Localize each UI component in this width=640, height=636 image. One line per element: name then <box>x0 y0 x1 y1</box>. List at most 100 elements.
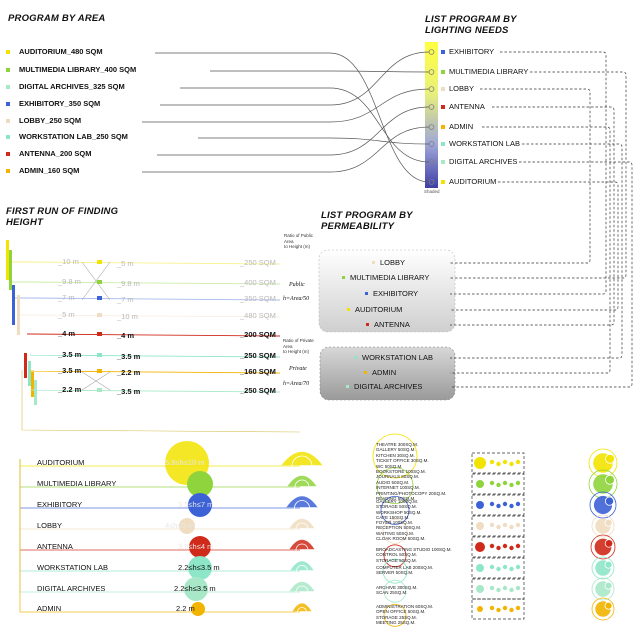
lighting-node <box>428 86 435 92</box>
lamp-shape-auditorium <box>281 451 323 466</box>
area-item-multimedia-library-400-sqm: MULTIMEDIA LIBRARY_400 SQM <box>19 65 137 74</box>
private-swatch-digital-archives <box>346 385 349 388</box>
dot-row-dot-3 <box>509 503 514 509</box>
public-item-antenna: ANTENNA <box>374 320 410 329</box>
dot-row-dot-8 <box>509 607 514 613</box>
text-group-line: ADMINISTRATION 60SQ.M. <box>376 604 434 609</box>
lighting-node <box>428 159 435 165</box>
bottom-label-antenna: ANTENNA <box>37 542 73 551</box>
cluster-ring-6 <box>591 556 615 580</box>
dot-row-frame-2 <box>471 473 525 495</box>
text-group-line: WC 50SQ.M. <box>376 463 403 469</box>
dot-row-dot-1 <box>509 461 514 467</box>
text-group-ring-3 <box>380 495 410 525</box>
height-bar-1 <box>6 240 9 280</box>
lighting-node <box>428 124 435 130</box>
area-swatch-auditorium-480-sqm <box>6 50 10 54</box>
text-group-line: BOOKSTORE 100SQ.M. <box>376 469 426 474</box>
height-second-3: _7 m <box>117 295 134 304</box>
dot-row-frame-3 <box>471 494 525 516</box>
cluster-ring-5 <box>590 534 616 560</box>
bottom-label-lobby: LOBBY <box>37 521 63 530</box>
area-item-exhibitory-350-sqm: EXHIBITORY_350 SQM <box>19 99 101 108</box>
dot-row-dot-5 <box>496 545 501 551</box>
lighting-swatch-admin <box>441 125 445 129</box>
height-first-4: _5 m <box>58 310 75 319</box>
dot-row-dot-1 <box>515 459 521 465</box>
dot-row-lead-4 <box>476 522 484 530</box>
public-item-exhibitory: EXHIBITORY <box>373 289 419 298</box>
height-first-5: _4 m <box>58 329 76 338</box>
text-group-line: OPEN OFFICE 50SQ.M. <box>376 609 426 615</box>
dot-row-dot-6 <box>489 564 495 570</box>
height-bar-8 <box>34 380 37 405</box>
text-group-line: GALLERY 100SQ.M. <box>376 499 419 504</box>
public-swatch-exhibitory <box>365 292 368 295</box>
text-group-line: RECEPTION 50SQ.M. <box>376 525 422 531</box>
bottom-label-exhibitory: EXHIBITORY <box>37 500 83 509</box>
dot-row-dot-4 <box>502 522 508 528</box>
lighting-swatch-workstation-lab <box>441 142 445 146</box>
cluster-ring-8 <box>591 597 615 621</box>
bottom-range-workstation-lab: 2.2≤h≤3.5 m <box>178 563 220 572</box>
area-item-lobby-250-sqm: LOBBY_250 SQM <box>19 116 82 125</box>
height-marker-4 <box>97 313 102 317</box>
lighting-item-workstation-lab: WORKSTATION LAB <box>449 139 520 148</box>
text-group-line: STORAGE 50SQ.M. <box>376 504 417 510</box>
text-group-line: SCAN 25SQ.M. <box>376 590 408 596</box>
dot-row-lead-5 <box>475 542 485 552</box>
text-group-line: SERVER 50SQ.M. <box>376 570 414 576</box>
bottom-circle-multimedia-library <box>187 471 213 497</box>
bottom-label-auditorium: AUDITORIUM <box>37 458 85 467</box>
height-area-4: _480 SQM <box>240 311 276 320</box>
link-area-to-lighting <box>157 106 430 156</box>
text-group-line: AUDIO 50SQ.M. <box>376 479 410 485</box>
height-line-6 <box>29 354 281 358</box>
height-first-1: _10 m <box>58 257 79 266</box>
area-swatch-lobby-250-sqm <box>6 119 10 123</box>
text-group-line: CONTROL 50SQ.M. <box>376 552 417 558</box>
lighting-item-multimedia-library: MULTIMEDIA LIBRARY <box>449 67 529 76</box>
height-marker-3 <box>97 296 102 300</box>
dot-row-dot-6 <box>502 564 508 570</box>
public-swatch-antenna <box>366 323 369 326</box>
text-group-line: INTERNET 100SQ.M. <box>376 485 420 491</box>
text-group-ring-1 <box>372 433 418 479</box>
text-group-line: PRINTING/PHOTOCOPY 20SQ.M. <box>376 490 447 496</box>
height-marker-5 <box>97 332 102 336</box>
height-bar-5 <box>24 353 27 378</box>
text-group-line: THEATRE 300SQ.M. <box>376 442 419 447</box>
bottom-circle-admin <box>191 602 205 616</box>
height-line-8 <box>29 389 281 393</box>
cluster-bubble-1 <box>605 453 615 464</box>
lighting-node <box>428 141 435 147</box>
lighting-node <box>428 69 435 75</box>
dot-row-dot-4 <box>509 524 514 530</box>
link-area-to-lighting <box>142 126 430 173</box>
lighting-swatch-exhibitory <box>441 50 445 54</box>
lamp-ring-digital-archives <box>295 585 309 599</box>
area-item-antenna-200-sqm: ANTENNA_200 SQM <box>19 149 92 158</box>
bottom-line-lobby <box>19 459 300 530</box>
private-item-workstation-lab: WORKSTATION LAB <box>362 353 433 362</box>
text-group-ring-8 <box>383 604 407 627</box>
bottom-label-admin: ADMIN <box>37 604 62 613</box>
cluster-bubble-3 <box>604 496 615 506</box>
lighting-node <box>428 179 435 185</box>
private-item-admin: ADMIN <box>372 368 397 377</box>
private-formula-title: Private <box>289 366 307 372</box>
lighting-item-auditorium: AUDITORIUM <box>449 177 497 186</box>
height-second-5: _4 m <box>117 331 135 340</box>
height-area-6: _250 SQM <box>240 351 276 360</box>
dot-row-dot-6 <box>496 566 501 572</box>
text-group-line: CLOAK ROOM 50SQ.M. <box>376 536 426 542</box>
private-ratio-text: Ratio of Private Area to Height (m) <box>283 338 314 354</box>
text-group-line: COMPUTER LAB 200SQ.M. <box>376 565 434 570</box>
public-ratio-text: Ratio of Public Area to Height (m) <box>284 233 314 249</box>
dot-row-dot-3 <box>502 501 508 507</box>
heading-program-by-area: PROGRAM BY AREA <box>8 13 106 24</box>
height-marker-1 <box>97 260 102 264</box>
height-area-2: _400 SQM <box>240 278 276 287</box>
text-group-line: JOURNALS 80SQ.M. <box>376 474 420 480</box>
text-group-ring-5 <box>383 544 407 568</box>
